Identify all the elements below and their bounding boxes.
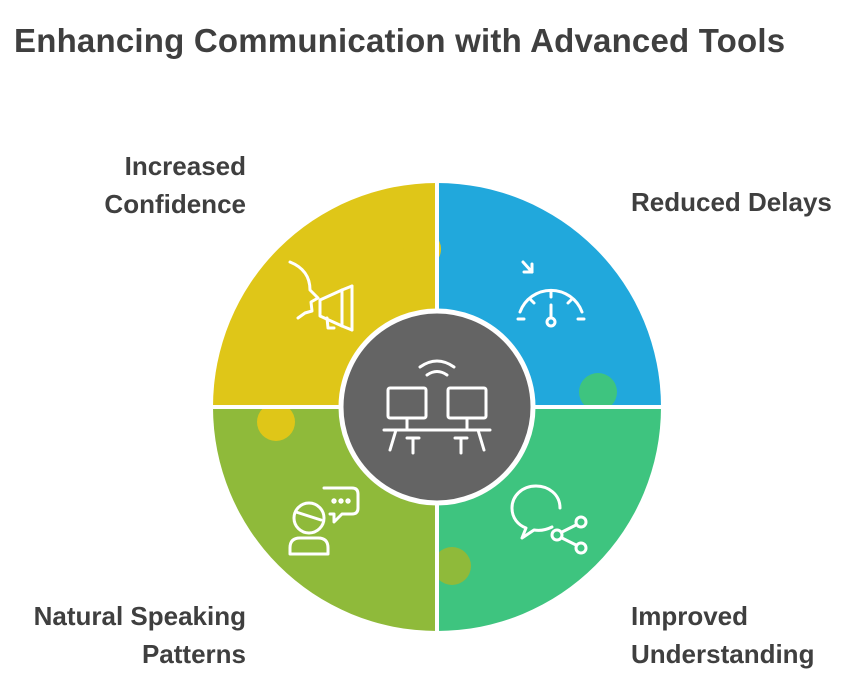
chat-share-icon xyxy=(510,484,588,555)
connected-workstations-icon xyxy=(382,359,492,455)
label-reduced-delays: Reduced Delays xyxy=(631,183,832,221)
puzzle-knob-left xyxy=(257,403,295,441)
label-natural-speaking-patterns: Natural Speaking Patterns xyxy=(34,597,246,673)
page-title: Enhancing Communication with Advanced To… xyxy=(14,22,786,59)
label-line: Reduced Delays xyxy=(631,187,832,217)
label-improved-understanding: Improved Understanding xyxy=(631,597,814,673)
label-line: Understanding xyxy=(631,639,815,669)
speaking-megaphone-icon xyxy=(288,260,354,332)
label-line: Natural Speaking xyxy=(33,601,246,631)
label-line: Patterns xyxy=(141,639,246,669)
puzzle-knob-bottom xyxy=(433,547,471,585)
label-line: Confidence xyxy=(104,189,246,219)
puzzle-knob-top xyxy=(403,230,441,268)
speedometer-icon xyxy=(516,260,586,328)
label-increased-confidence: Increased Confidence xyxy=(104,147,246,223)
label-line: Increased xyxy=(124,151,246,181)
center-disc xyxy=(338,308,536,506)
label-line: Improved xyxy=(631,601,749,631)
person-chat-icon xyxy=(288,486,360,556)
puzzle-knob-right xyxy=(579,373,617,411)
